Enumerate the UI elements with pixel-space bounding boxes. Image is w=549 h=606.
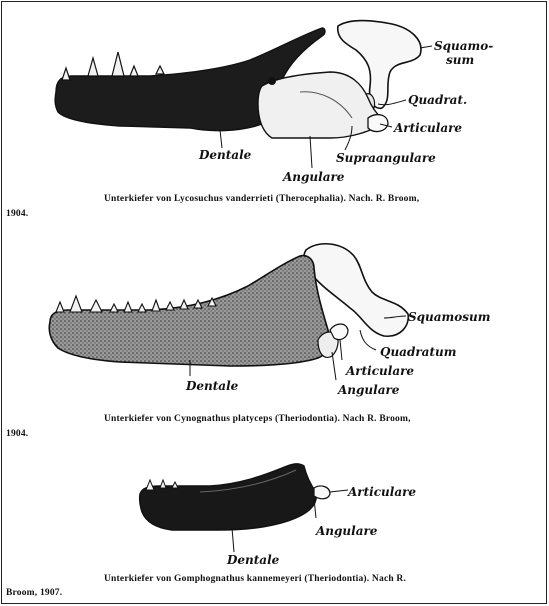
label-quadratum: Quadratum [380, 345, 456, 359]
label-articulare: Articulare [347, 485, 416, 499]
label-squamosum: sum [446, 53, 474, 67]
label-dentale: Dentale [185, 379, 239, 393]
figure-3-gomphognathus [140, 464, 348, 552]
caption-fig2-line1: Unterkiefer von Cynognathus platyceps (T… [104, 414, 411, 424]
figure-2-cynognathus [49, 244, 408, 380]
caption-fig1-line1: Unterkiefer von Lycosuchus vanderrieti (… [104, 194, 419, 204]
caption-fig3-line1: Unterkiefer von Gomphognathus kannemeyer… [104, 574, 406, 584]
label-angulare: Angulare [337, 383, 400, 397]
label-supraangulare: Supraangulare [336, 151, 436, 165]
label-articulare: Articulare [345, 364, 414, 378]
postdentary-bones [258, 72, 386, 138]
label-angulare: Angulare [282, 170, 345, 184]
caption-fig3-line2: Broom, 1907. [6, 588, 62, 598]
figure-1-lycosuchus [55, 21, 432, 169]
label-quadrat: Quadrat. [408, 93, 467, 107]
label-articulare: Articulare [393, 121, 462, 135]
label-squamosum: Squamosum [408, 310, 490, 324]
label-dentale: Dentale [226, 553, 280, 567]
label-squamosum: Squamo- [434, 39, 493, 53]
articulare-bone [314, 486, 330, 499]
label-dentale: Dentale [198, 148, 252, 162]
label-angulare: Angulare [315, 524, 378, 538]
teeth [146, 480, 178, 490]
articulare-bone [368, 115, 388, 132]
caption-fig1-line2: 1904. [6, 209, 28, 219]
caption-fig2-line2: 1904. [6, 429, 28, 439]
dentale-bone [140, 464, 317, 530]
